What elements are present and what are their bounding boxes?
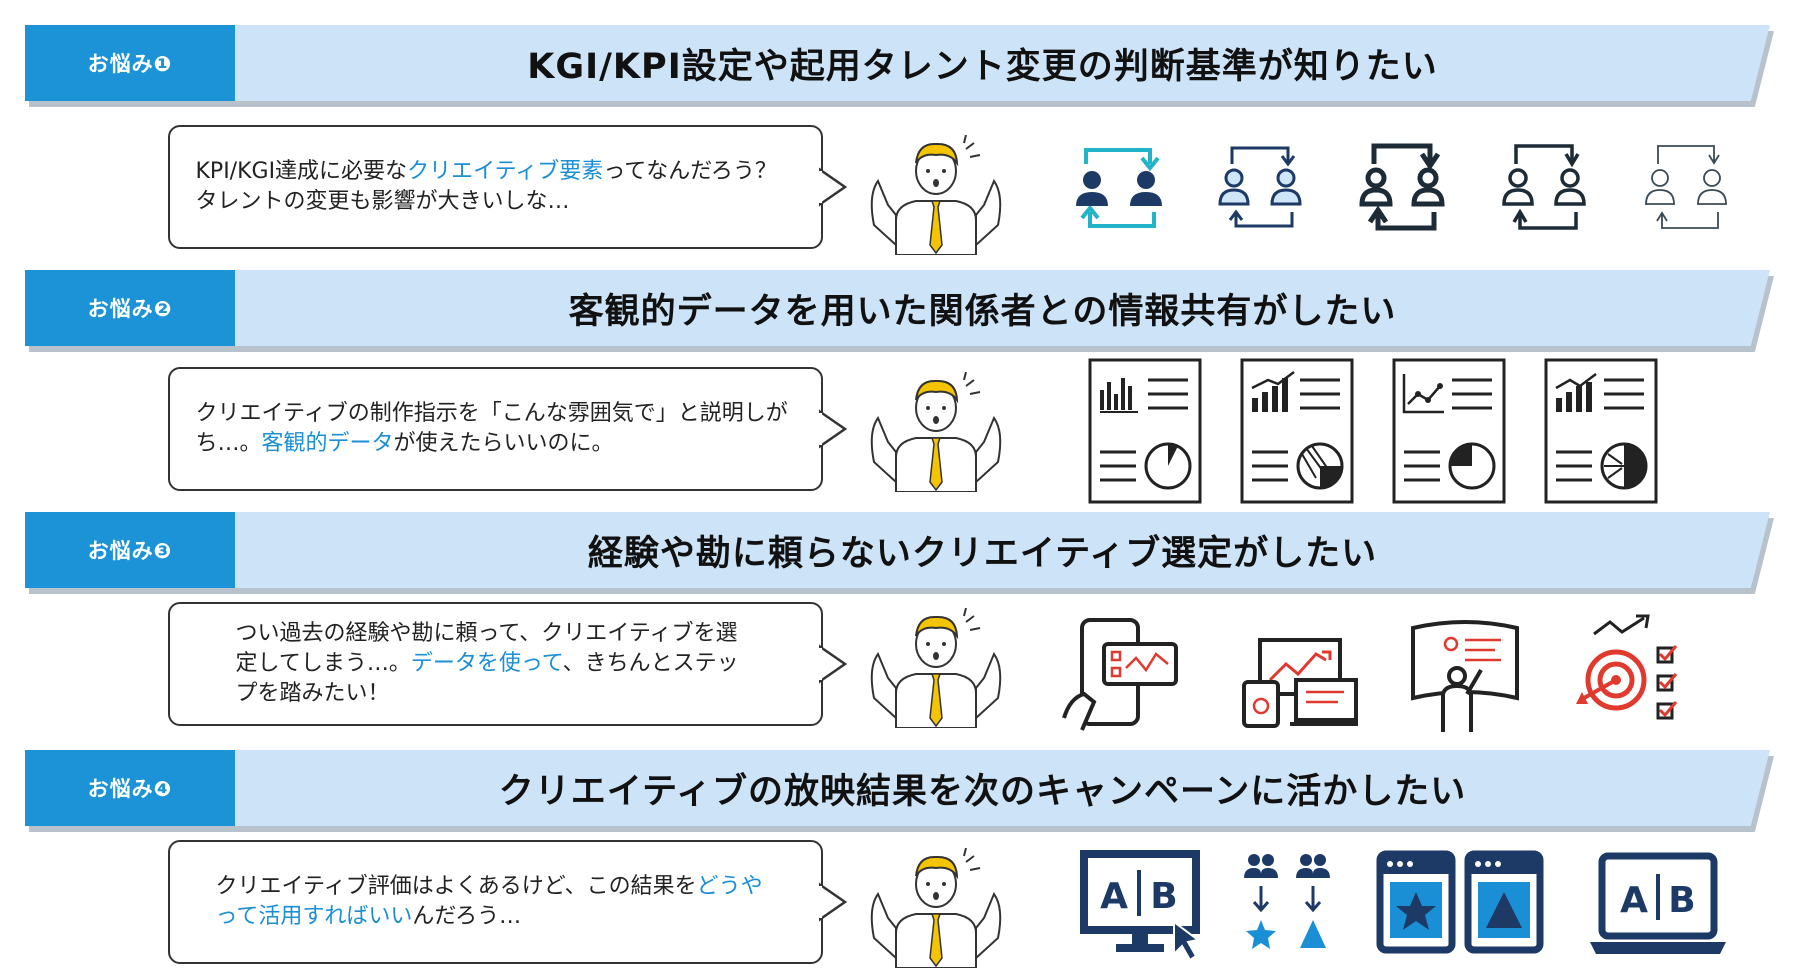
worried-person-icon [870,608,1002,728]
report-document-icon [1088,358,1202,504]
section-tag: お悩み❹ [25,750,235,826]
bubble-tail [819,644,848,684]
report-document-icon [1392,358,1506,504]
worried-person-icon [870,848,1002,968]
section-title: KGI/KPI設定や起用タレント変更の判断基準が知りたい [527,46,1438,87]
svg-text:A: A [1100,876,1128,917]
presentation-screen-icon [1411,620,1519,732]
speech-bubble: KPI/KGI達成に必要なクリエイティブ要素ってなんだろう？タレントの変更も影響… [168,125,823,249]
highlight-text: 客観的データ [261,431,394,456]
devices-analytics-icon [1242,638,1358,728]
section-banner: お悩み❷ 客観的データを用いた関係者との情報共有がしたい [25,270,1774,352]
ab-monitor-icon: A B [1080,850,1201,960]
bubble-tail [819,409,848,449]
section-title: 経験や勘に頼らないクリエイティブ選定がしたい [587,533,1378,574]
speech-bubble: つい過去の経験や勘に頼って、クリエイティブを選定してしまう…。データを使って、き… [168,602,823,726]
people-exchange-icon [1502,144,1586,230]
speech-bubble: クリエイティブ評価はよくあるけど、この結果をどうやって活用すればいいんだろう… [168,840,823,964]
svg-text:B: B [1668,880,1695,921]
svg-text:A: A [1620,880,1648,921]
worried-person-icon [870,135,1002,255]
people-exchange-icon [1359,143,1445,231]
section-banner: お悩み❹ クリエイティブの放映結果を次のキャンペーンに活かしたい [25,750,1774,832]
speech-bubble: クリエイティブの制作指示を「こんな雰囲気で」と説明しがち…。客観的データが使えた… [168,367,823,491]
smartphone-analytics-icon [1062,618,1178,731]
people-exchange-icon [1645,145,1727,229]
highlight-text: データを使って [410,651,563,676]
section-title: クリエイティブの放映結果を次のキャンペーンに活かしたい [498,771,1467,812]
worried-person-icon [870,372,1002,492]
report-document-icon [1240,358,1354,504]
report-document-icon [1544,358,1658,504]
section-tag: お悩み❷ [25,270,235,346]
highlight-text: どうやって活用すればいい [215,874,763,929]
section-banner: お悩み❸ 経験や勘に頼らないクリエイティブ選定がしたい [25,512,1774,594]
highlight-text: クリエイティブ要素 [407,159,604,184]
section-tag: お悩み❶ [25,25,235,101]
target-checklist-icon [1576,614,1678,720]
section-banner: お悩み❶ KGI/KPI設定や起用タレント変更の判断基準が知りたい [25,25,1774,107]
section-title: 客観的データを用いた関係者との情報共有がしたい [568,291,1397,332]
ab-browser-icon [1376,850,1544,954]
people-exchange-icon [1218,146,1302,228]
people-exchange-icon [1076,148,1162,228]
ab-laptop-icon: A B [1590,852,1726,954]
ab-users-icon [1244,854,1330,949]
section-tag: お悩み❸ [25,512,235,588]
svg-text:B: B [1150,876,1177,917]
bubble-tail [819,167,848,207]
bubble-tail [819,882,848,922]
